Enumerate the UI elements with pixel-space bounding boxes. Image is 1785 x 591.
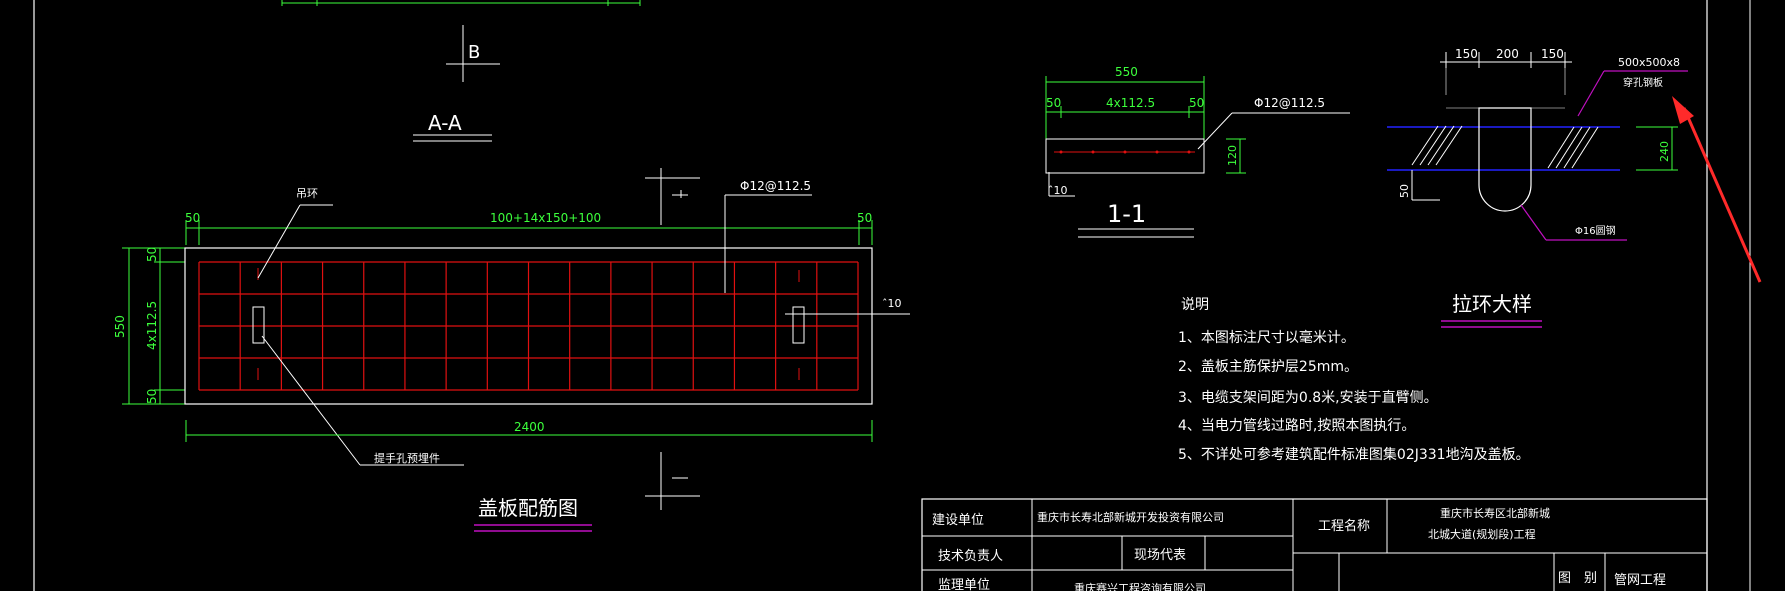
notes: 说明 1、本图标注尺寸以毫米计。 2、盖板主筋保护层25mm。 3、电缆支架间距… [1178, 297, 1530, 463]
section-title-aa: A-A [413, 111, 492, 142]
note-2: 2、盖板主筋保护层25mm。 [1178, 358, 1358, 375]
dim-right-offset: 50 [857, 211, 872, 225]
section-dim-mid: 4x112.5 [1106, 96, 1155, 110]
ring-dim-1: 150 [1455, 47, 1478, 61]
section-rebar-label: Φ12@112.5 [1254, 96, 1325, 110]
plate-note: 穿孔钢板 [1623, 76, 1663, 89]
main-plan-top-dimension: 50 100+14x150+100 50 [185, 211, 873, 245]
dim-span: 100+14x150+100 [490, 211, 601, 225]
title-block: 建设单位 重庆市长寿北部新城开发投资有限公司 工程名称 重庆市长寿区北部新城 北… [921, 498, 1708, 591]
notes-title: 说明 [1181, 297, 1209, 313]
edge-mark-label: ˆ10 [882, 297, 902, 310]
note-5: 5、不详处可参考建筑配件标准图集02J331地沟及盖板。 [1178, 446, 1530, 463]
ring-dim-2: 200 [1496, 47, 1519, 61]
red-annotation-arrow [1672, 96, 1762, 283]
top-partial-dimension [281, 0, 641, 6]
note-3: 3、电缆支架间距为0.8米,安装于直臂侧。 [1178, 389, 1438, 406]
section-dim-right: 50 [1189, 96, 1204, 110]
hoop-leader: 吊环 [257, 187, 333, 279]
supervisor-label: 监理单位 [938, 578, 990, 591]
slab-outline [184, 247, 873, 405]
main-plan: 50 100+14x150+100 50 550 50 4x112.5 50 [113, 179, 910, 532]
client-label: 建设单位 [932, 513, 984, 528]
drawing-type-label: 图 别 [1558, 571, 1597, 586]
section-cut-mark-bottom [645, 452, 700, 510]
client-value: 重庆市长寿北部新城开发投资有限公司 [1037, 510, 1224, 524]
section-title-11: 1-1 [1107, 200, 1146, 228]
section-cover-label: ˆ10 [1048, 184, 1068, 197]
lifting-hole-right [792, 306, 805, 344]
dim-total-length: 2400 [514, 420, 545, 434]
rebar-grid [198, 261, 859, 391]
project-line-2: 北城大道(规划段)工程 [1428, 527, 1536, 541]
dim-left-offset: 50 [185, 211, 200, 225]
note-4: 4、当电力管线过路时,按照本图执行。 [1178, 418, 1415, 434]
section-dim-thickness: 120 [1226, 145, 1239, 166]
site-rep-label: 现场代表 [1134, 548, 1186, 563]
ring-dim-3: 150 [1541, 47, 1564, 61]
section-cut-mark-top [645, 168, 700, 225]
drawing-type-value: 管网工程 [1614, 573, 1666, 588]
pull-ring-detail: 150 200 150 240 50 500x500x8 穿孔钢板 Φ16圆钢 … [1387, 47, 1688, 328]
steel-label: Φ16圆钢 [1575, 224, 1616, 237]
dim-height-top: 50 [145, 247, 159, 262]
section-mark-b: B [446, 25, 500, 82]
edge-leader: ˆ10 [785, 297, 910, 315]
section-dim-left: 50 [1046, 96, 1061, 110]
dim-height-bottom: 50 [145, 389, 159, 404]
section-view: 550 50 4x112.5 50 Φ12@112.5 120 ˆ10 1-1 [1045, 65, 1350, 238]
main-plan-bottom-dimension: 2400 [185, 420, 873, 442]
note-1: 1、本图标注尺寸以毫米计。 [1178, 329, 1355, 346]
supervisor-value: 重庆赛兴工程咨询有限公司 [1074, 581, 1206, 591]
project-label: 工程名称 [1318, 518, 1370, 534]
main-plan-title: 盖板配筋图 [478, 496, 578, 520]
tech-lead-label: 技术负责人 [938, 549, 1003, 564]
ring-dim-height: 240 [1658, 141, 1671, 162]
section-dim-total: 550 [1115, 65, 1138, 79]
section-title-aa-label: A-A [428, 111, 462, 135]
embed-leader: 提手孔预埋件 [261, 335, 464, 466]
main-plan-left-dimension: 550 50 4x112.5 50 [113, 247, 185, 405]
plate-label: 500x500x8 [1618, 56, 1680, 69]
rebar-leader: Φ12@112.5 [724, 179, 812, 293]
rebar-label: Φ12@112.5 [740, 179, 811, 193]
pull-ring-title: 拉环大样 [1452, 292, 1532, 316]
pull-ring-shape [1478, 107, 1532, 212]
hoop-label: 吊环 [296, 187, 318, 200]
ring-dim-bend: 50 [1398, 184, 1411, 198]
section-slab-outline [1045, 138, 1205, 174]
lifting-hole-left [252, 306, 265, 344]
section-mark-b-label: B [468, 42, 480, 63]
embed-label: 提手孔预埋件 [374, 451, 440, 465]
dim-height: 550 [113, 315, 127, 338]
dim-height-mid: 4x112.5 [145, 301, 159, 350]
project-line-1: 重庆市长寿区北部新城 [1440, 506, 1550, 520]
